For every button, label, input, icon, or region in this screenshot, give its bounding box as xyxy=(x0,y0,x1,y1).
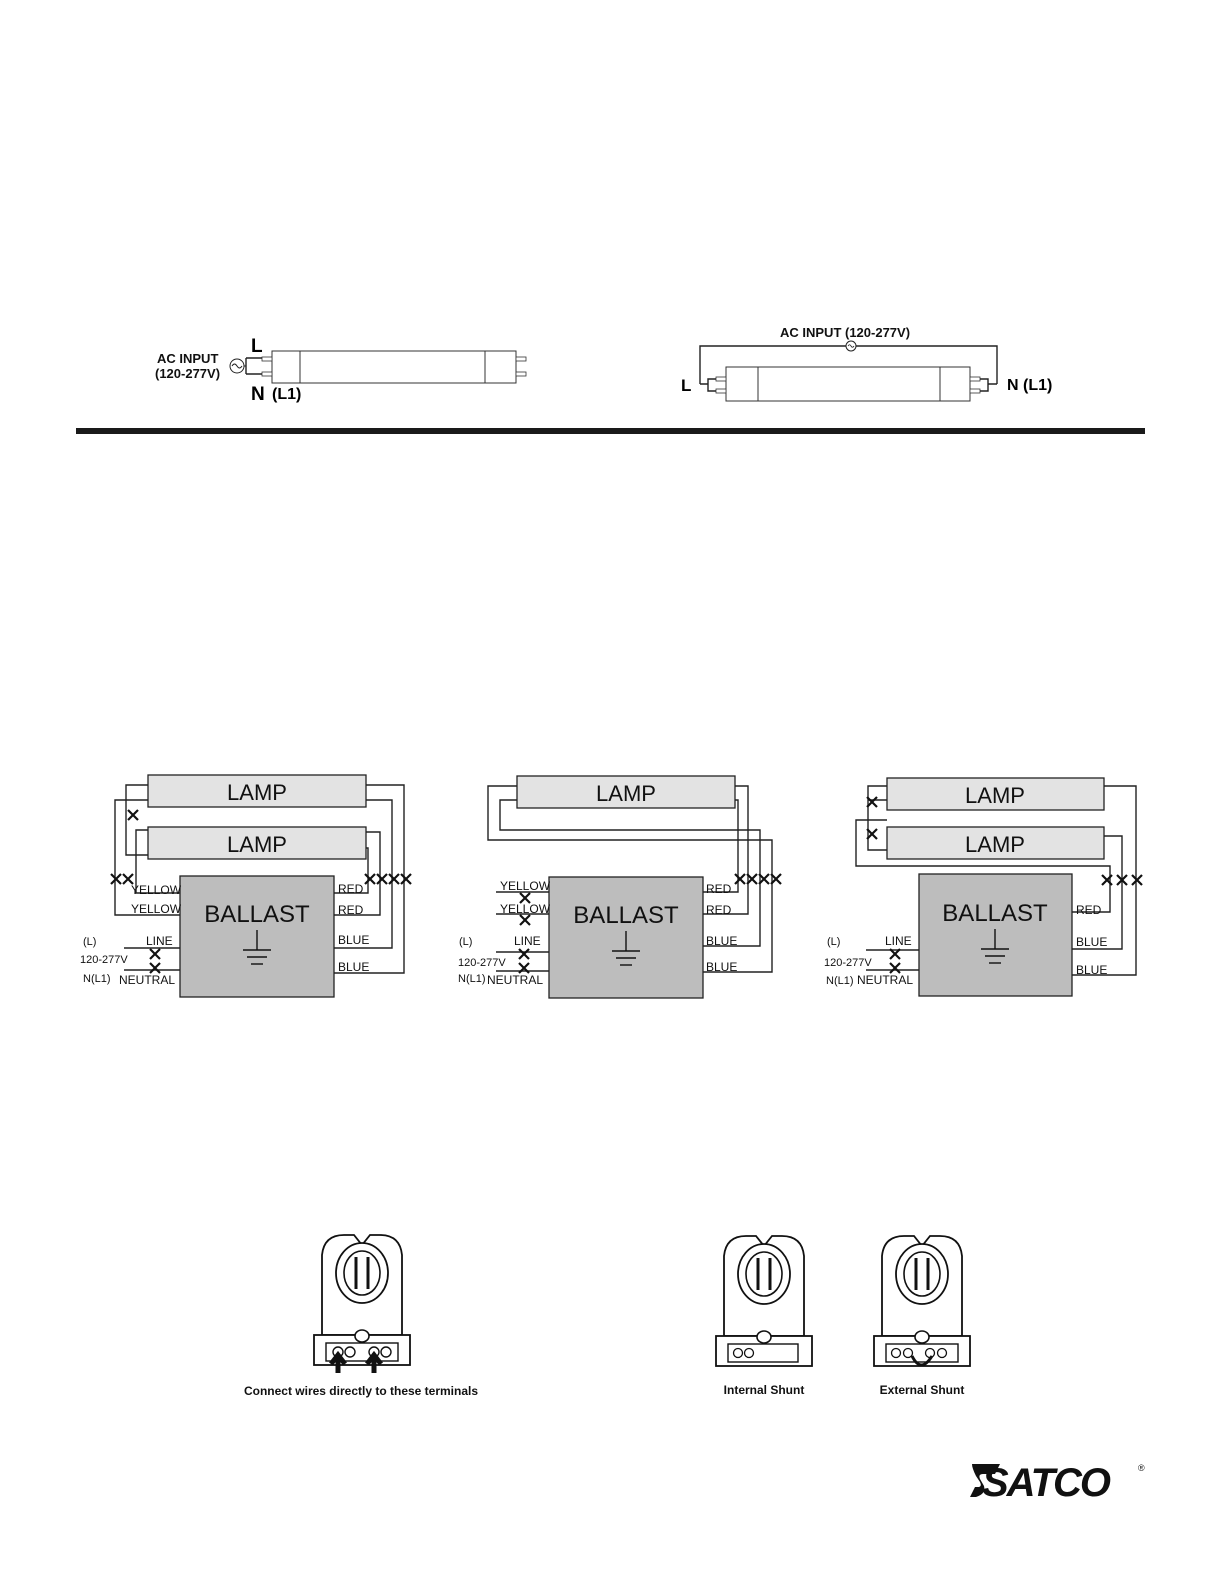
ground-symbol-icon xyxy=(612,931,640,966)
single-end-wiring-diagram: AC INPUT (120-277V) L N (L1) xyxy=(155,336,527,405)
voltage-label: 120-277V xyxy=(458,957,506,969)
wire-label-blue: BLUE xyxy=(1076,935,1107,949)
ground-symbol-icon xyxy=(981,929,1009,964)
registered-mark: ® xyxy=(1138,1463,1145,1473)
wire-label-blue: BLUE xyxy=(1076,963,1107,977)
ground-symbol-icon xyxy=(243,930,271,965)
wire-label-blue: BLUE xyxy=(706,960,737,974)
wire-label-yellow: YELLOW xyxy=(131,883,182,897)
wire-label-red: RED xyxy=(1076,903,1102,917)
neutral-paren-label: (L1) xyxy=(272,386,301,403)
lamp-box xyxy=(886,777,1105,811)
lamp-box xyxy=(147,774,367,808)
voltage-label: 120-277V xyxy=(824,957,872,969)
line-paren-label: (L) xyxy=(827,936,840,948)
wire-label-blue: BLUE xyxy=(338,960,369,974)
line-paren-label: (L) xyxy=(83,936,96,948)
wire-label-blue: BLUE xyxy=(706,934,737,948)
ballast-label: BALLAST xyxy=(204,901,310,928)
neutral-paren-label: N(L1) xyxy=(826,975,854,987)
ac-input-label: AC INPUT (120-277V) xyxy=(780,325,910,340)
wire-label-yellow: YELLOW xyxy=(131,902,182,916)
ballast-diagram-two-lamp-alt: LAMP LAMP BALLAST RED BLUE BLUE (L) LINE… xyxy=(824,777,1144,997)
shunt-jumper-icon xyxy=(910,1355,934,1367)
line-label: LINE xyxy=(514,934,541,948)
line-paren-label: (L) xyxy=(459,936,472,948)
ballast-diagram-one-lamp: LAMP BALLAST YELLOW YELLOW RED RED BLUE … xyxy=(458,775,783,999)
lamp-label: LAMP xyxy=(227,780,287,805)
single-end-tube xyxy=(271,350,517,384)
voltage-label: (120-277V) xyxy=(155,366,220,381)
lamp-box xyxy=(516,775,736,809)
internal-shunt-caption: Internal Shunt xyxy=(724,1383,805,1397)
section-divider xyxy=(76,428,1145,434)
ac-input-label: AC INPUT xyxy=(157,351,218,366)
external-shunt-caption: External Shunt xyxy=(880,1383,965,1397)
ballast-label: BALLAST xyxy=(573,902,679,929)
wire-label-red: RED xyxy=(706,882,732,896)
lamp-box xyxy=(147,826,367,860)
neutral-label: N (L1) xyxy=(1007,377,1052,394)
wire-label-blue: BLUE xyxy=(338,933,369,947)
line-label: L xyxy=(681,376,691,395)
neutral-paren-label: N(L1) xyxy=(83,973,111,985)
satco-swoosh-icon xyxy=(970,1464,1000,1497)
lamp-label: LAMP xyxy=(227,832,287,857)
wire-label-red: RED xyxy=(706,903,732,917)
neutral-label: N xyxy=(251,384,265,405)
non-shunted-caption: Connect wires directly to these terminal… xyxy=(244,1384,478,1398)
lamp-label: LAMP xyxy=(965,783,1025,808)
external-shunt-socket xyxy=(872,1234,972,1368)
internal-shunt-socket xyxy=(714,1234,814,1368)
line-label: L xyxy=(251,336,263,357)
lamp-label: LAMP xyxy=(965,832,1025,857)
lamp-box xyxy=(886,826,1105,860)
ballast-diagram-two-lamp: LAMP LAMP BALLAST YELLOW YELLOW RED RED … xyxy=(80,774,413,998)
double-end-wiring-diagram: AC INPUT (120-277V) L N (L1) xyxy=(681,325,1052,402)
ballast-label: BALLAST xyxy=(942,900,1048,927)
wire-label-yellow: YELLOW xyxy=(500,879,551,893)
line-label: LINE xyxy=(885,934,912,948)
neutral-label: NEUTRAL xyxy=(119,973,175,987)
neutral-label: NEUTRAL xyxy=(857,973,913,987)
double-end-tube xyxy=(725,366,971,402)
voltage-label: 120-277V xyxy=(80,954,128,966)
neutral-paren-label: N(L1) xyxy=(458,973,486,985)
line-label: LINE xyxy=(146,934,173,948)
logo-text: SATCO xyxy=(982,1461,1111,1505)
satco-logo: SATCO ® xyxy=(970,1461,1145,1505)
lamp-label: LAMP xyxy=(596,781,656,806)
non-shunted-socket xyxy=(312,1233,412,1373)
wire-label-yellow: YELLOW xyxy=(500,902,551,916)
wire-label-red: RED xyxy=(338,903,364,917)
wire-label-red: RED xyxy=(338,882,364,896)
neutral-label: NEUTRAL xyxy=(487,973,543,987)
